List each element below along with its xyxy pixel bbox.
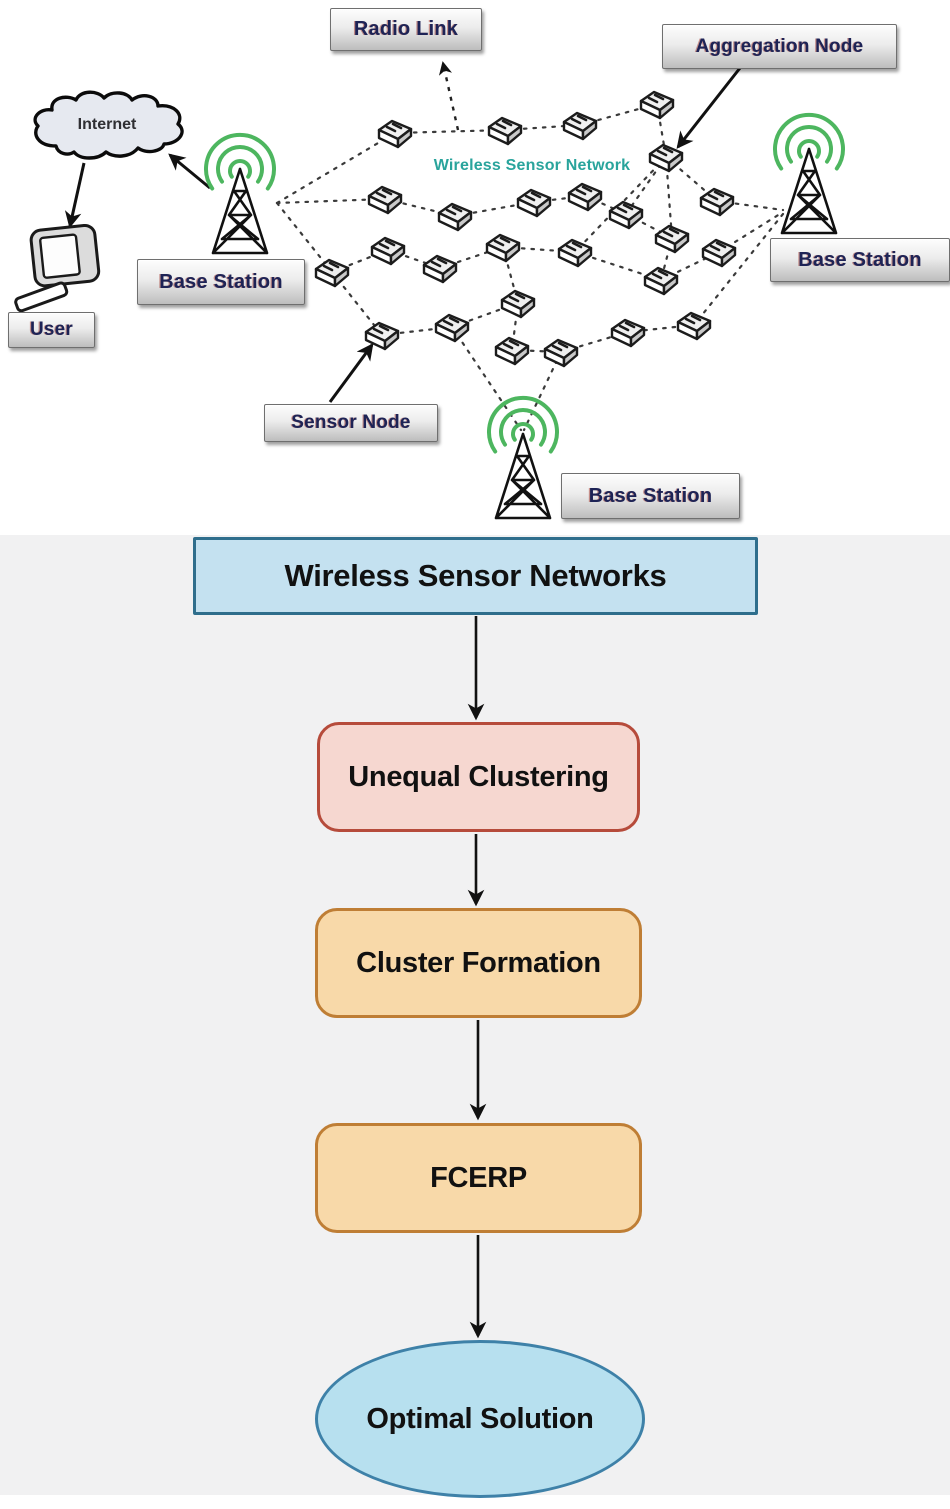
sensor-node-icon (643, 266, 679, 296)
flowchart-panel: Wireless Sensor Networks Unequal Cluster… (0, 535, 950, 1498)
flow-node-wireless-sensor-networks: Wireless Sensor Networks (193, 537, 758, 615)
sensor-node-icon (494, 336, 530, 366)
sensor-link (275, 197, 387, 205)
user-label-text: User (29, 319, 74, 340)
flow-node-label: Optimal Solution (366, 1402, 594, 1435)
sensor-node-icon (567, 182, 603, 212)
sensor-label-arrow (328, 343, 374, 403)
sensor-node-icon (314, 258, 350, 288)
sensor-link (393, 128, 507, 135)
sensor-nodes (314, 90, 737, 368)
flow-node-fcerp: FCERP (315, 1123, 642, 1233)
internet-cloud-icon (33, 90, 184, 160)
base-station-bottom-label: Base Station (561, 473, 740, 519)
sensor-node-icon (516, 188, 552, 218)
base-station-tower-icon (494, 432, 552, 520)
sensor-node-icon (699, 187, 735, 217)
sensor-node-icon (422, 254, 458, 284)
sensor-node-icon (485, 233, 521, 263)
radio-link-arrow (438, 61, 460, 131)
internet-to-user-arrow (64, 162, 86, 229)
sensor-node-icon (562, 111, 598, 141)
radio-link-label: Radio Link (330, 8, 482, 51)
sensor-node-icon (487, 116, 523, 146)
sensor-node-icon (701, 238, 737, 268)
sensor-node-icon (437, 202, 473, 232)
flowchart-arrows (467, 616, 487, 1339)
base-station-left (204, 132, 276, 255)
sensor-node-icon (434, 313, 470, 343)
base-station-right-label-text: Base Station (798, 248, 922, 271)
signal-waves-icon (204, 132, 276, 191)
network-title-text: Wireless Sensor Network (433, 157, 631, 174)
aggregation-node-label: Aggregation Node (662, 24, 897, 69)
network-diagram-graphics (14, 61, 845, 520)
sensor-node-icon (676, 311, 712, 341)
user-label: User (8, 312, 95, 348)
internet-label: Internet (52, 112, 162, 138)
sensor-node-icon (367, 185, 403, 215)
base-station-left-label: Base Station (137, 259, 305, 305)
sensor-node-icon (543, 338, 579, 368)
flow-node-label: Cluster Formation (356, 946, 601, 979)
flow-node-label: Unequal Clustering (348, 760, 609, 793)
base-station-right (773, 112, 845, 235)
sensor-link (450, 325, 523, 432)
aggregation-node-label-text: Aggregation Node (695, 35, 864, 57)
sensor-node-icon (370, 236, 406, 266)
sensor-link (664, 155, 674, 240)
sensor-links (275, 102, 785, 432)
flow-node-cluster-formation: Cluster Formation (315, 908, 642, 1018)
sensor-node-icon (639, 90, 675, 120)
signal-waves-icon (487, 395, 559, 454)
sensor-link (659, 236, 674, 282)
sensor-node-icon (500, 289, 536, 319)
signal-waves-icon (773, 112, 845, 171)
basestation-to-internet-arrow (168, 153, 211, 190)
base-station-bottom-label-text: Base Station (588, 484, 713, 507)
aggregation-label-arrow (676, 67, 742, 149)
radio-link-label-text: Radio Link (353, 18, 459, 40)
flow-node-optimal-solution: Optimal Solution (315, 1340, 645, 1498)
base-station-bottom (487, 395, 559, 520)
network-title: Wireless Sensor Network (412, 155, 652, 177)
aggregation-node-icon (648, 143, 684, 173)
sensor-node-icon (377, 119, 413, 149)
sensor-link (330, 270, 384, 337)
internet-label-text: Internet (77, 116, 137, 133)
flow-node-unequal-clustering: Unequal Clustering (317, 722, 640, 832)
sensor-node-icon (557, 238, 593, 268)
base-station-left-label-text: Base Station (159, 270, 283, 293)
sensor-node-icon (610, 318, 646, 348)
sensor-node-icon (654, 224, 690, 254)
user-computer-icon (14, 223, 101, 313)
flow-node-label: Wireless Sensor Networks (284, 558, 667, 593)
flow-node-label: FCERP (430, 1161, 527, 1194)
sensor-node-icon (608, 200, 644, 230)
annotation-arrows (64, 67, 742, 403)
sensor-node-label-text: Sensor Node (291, 412, 411, 433)
sensor-node-label: Sensor Node (264, 404, 438, 442)
base-station-right-label: Base Station (770, 238, 950, 282)
sensor-link (275, 131, 397, 205)
